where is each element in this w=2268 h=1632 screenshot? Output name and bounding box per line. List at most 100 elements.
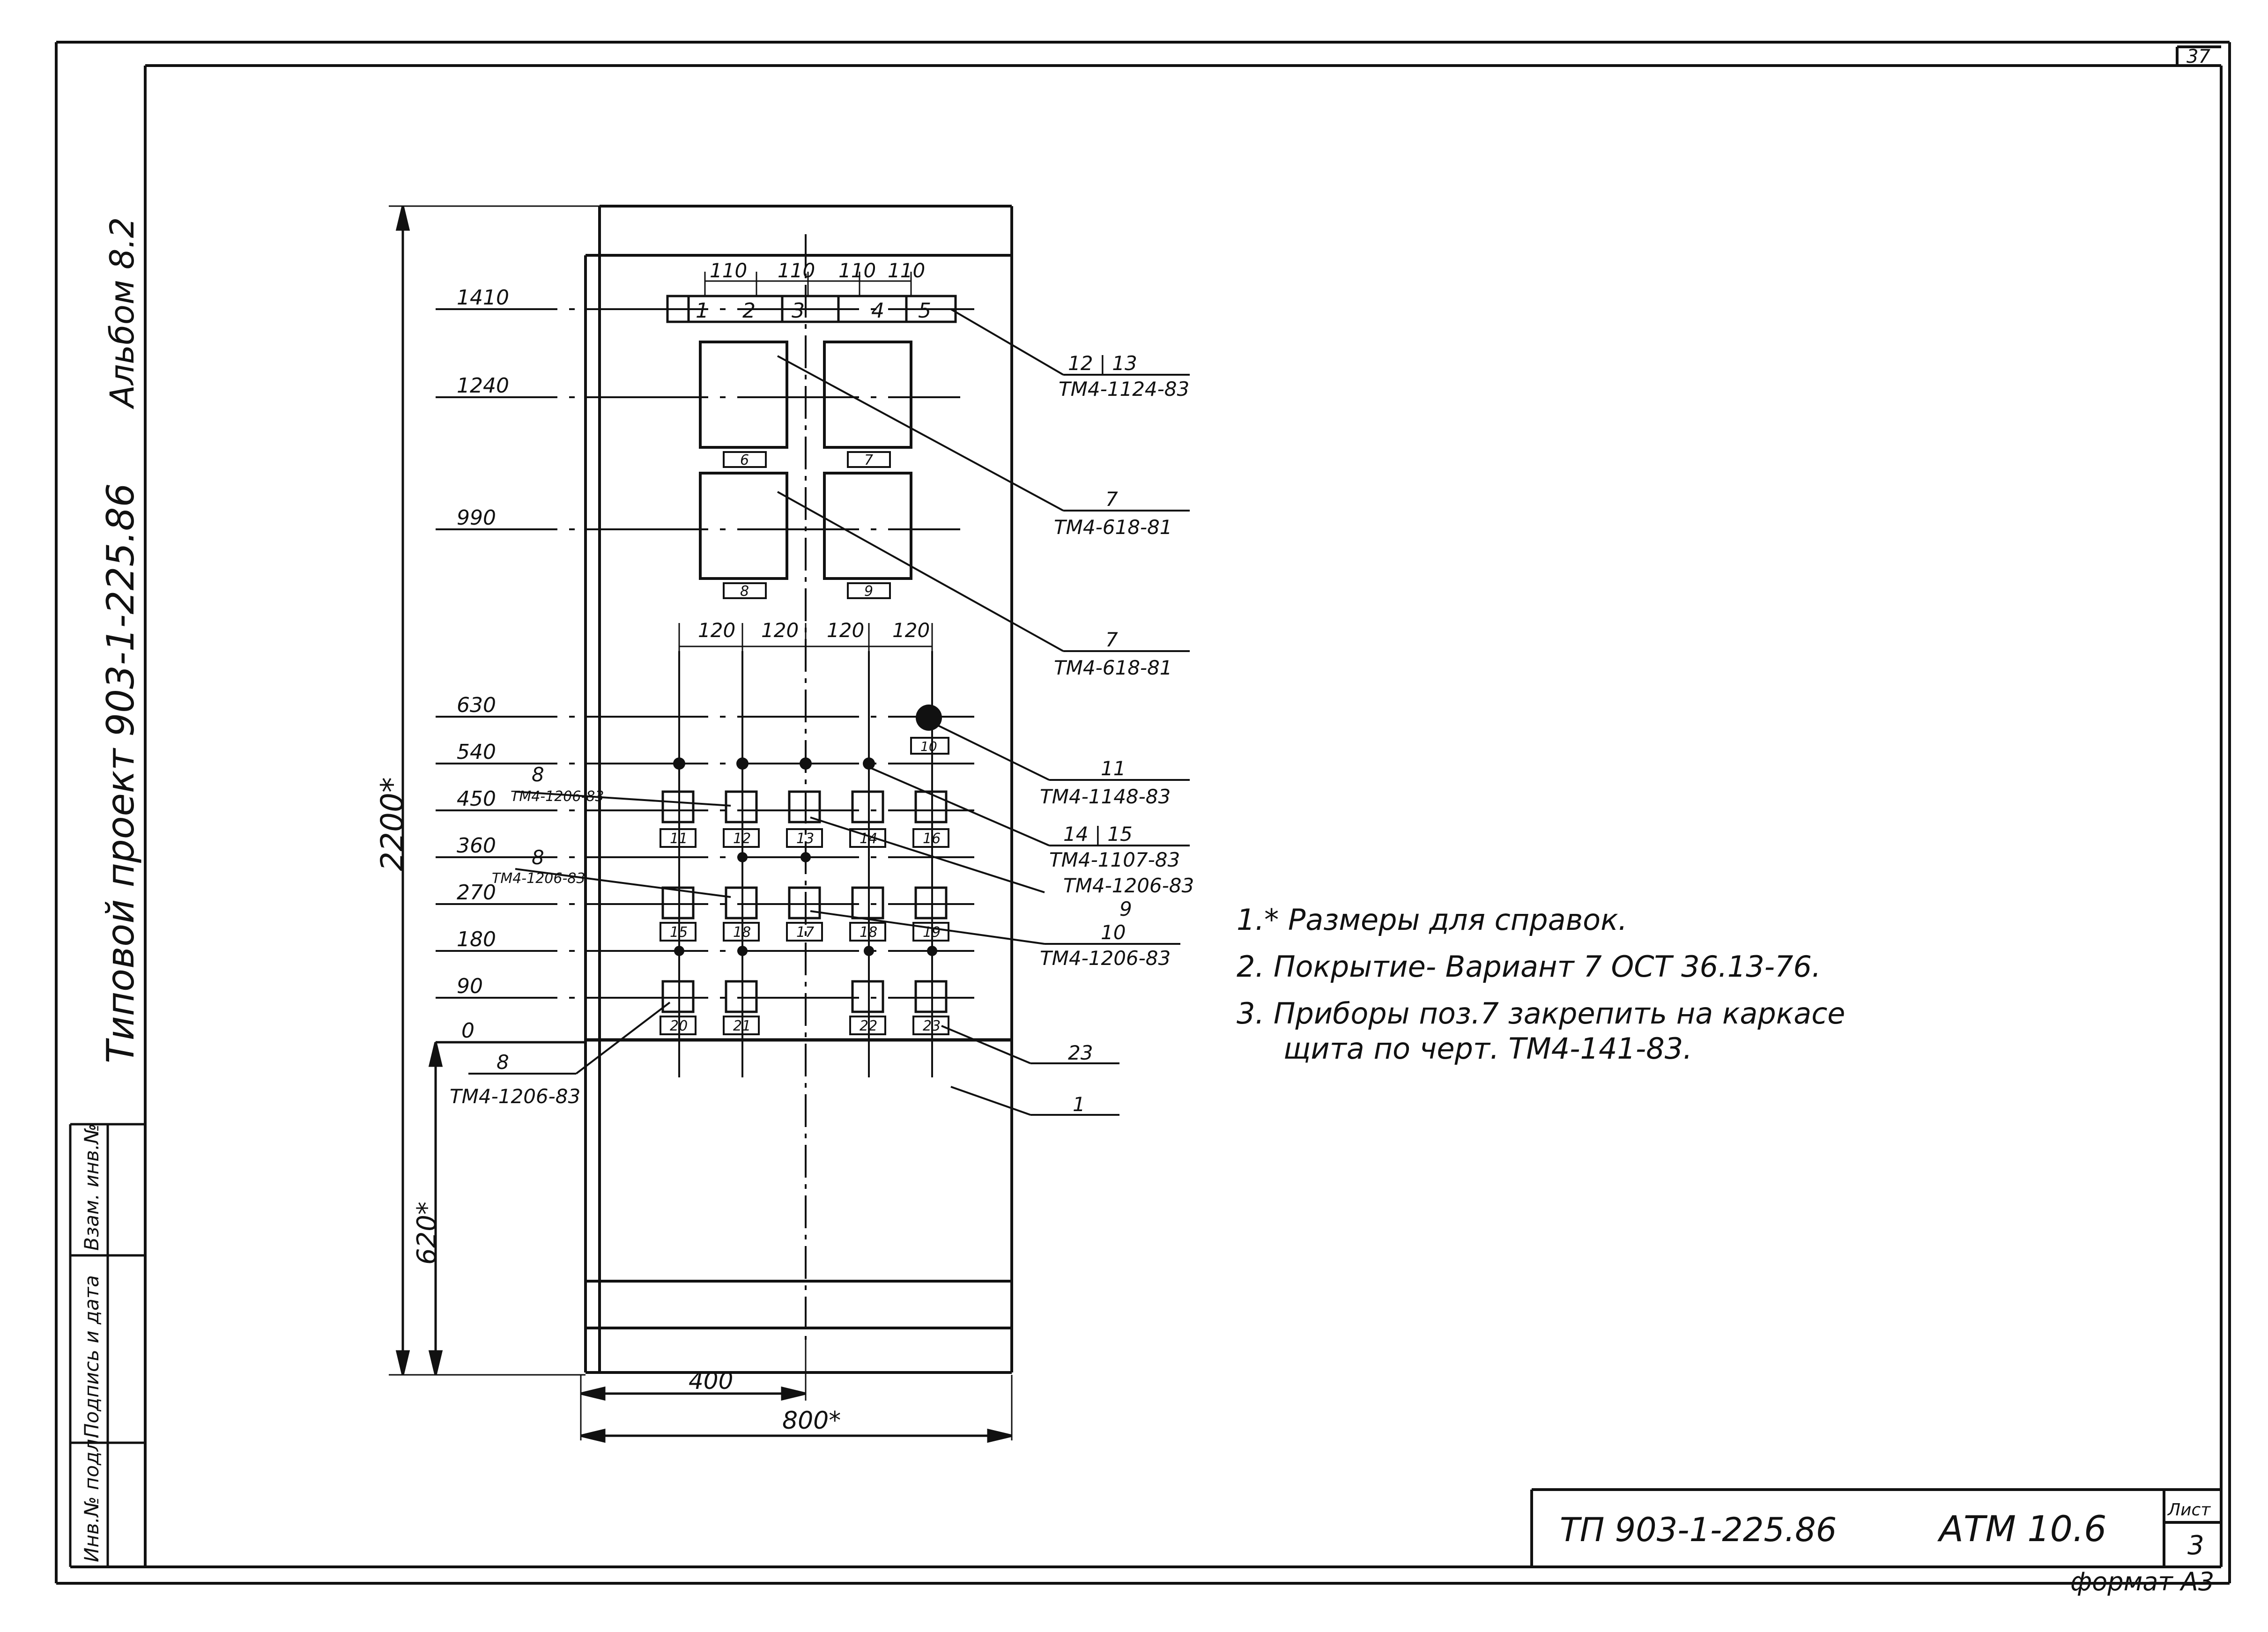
leader-lines	[468, 308, 1190, 1116]
terminal-3: 3	[792, 299, 805, 323]
top-dim-1: 110	[710, 259, 747, 282]
switch-row-3-tags: 20 21 22 23	[670, 1018, 941, 1034]
side-stamp	[69, 1123, 145, 1567]
tag-18a: 18	[733, 924, 751, 941]
tag-21: 21	[733, 1018, 751, 1034]
elev-1410: 1410	[457, 286, 509, 310]
stamp-inv-orig: Инв.№ подл.	[80, 1433, 103, 1562]
callout-3-num: 7	[1105, 628, 1118, 651]
callouts: 12 | 13 ТМ4-1124-83 7 ТМ4-618-81 7 ТМ4-6…	[450, 352, 1194, 1116]
mid-dim-1: 120	[698, 619, 735, 642]
elev-540: 540	[457, 740, 496, 764]
tag-6: 6	[740, 452, 749, 468]
callout-1-ref: ТМ4-1124-83	[1059, 378, 1189, 401]
axis-lines	[678, 234, 933, 1340]
top-dim-3: 110	[838, 259, 876, 282]
callout-2-num: 7	[1105, 488, 1118, 511]
mid-spacing-labels: 120 120 120 120	[698, 619, 930, 642]
switch-row-2-tags: 15 18 17 18 19	[670, 924, 941, 941]
signal-lamp	[916, 705, 942, 731]
doc-code: ТП 903-1-225.86	[1560, 1511, 1837, 1549]
terminal-strip	[666, 295, 957, 323]
switch-row-2	[660, 886, 949, 942]
sheet-frame	[55, 41, 2231, 1585]
callout-6-ref: ТМ4-1206-83	[1063, 874, 1194, 897]
elevation-labels: 1410 1240 990 630 540 450 360 270 180 90…	[457, 286, 509, 1043]
mid-dim-2: 120	[761, 619, 799, 642]
tag-20: 20	[670, 1018, 688, 1034]
instrument-tags: 6 7 8 9	[740, 452, 873, 600]
lamp-tag: 10	[920, 739, 937, 754]
elev-90: 90	[457, 974, 483, 998]
callout-5-num: 14 | 15	[1063, 823, 1133, 846]
left-callout-1-num: 8	[532, 763, 544, 786]
callout-3-ref: ТМ4-618-81	[1054, 656, 1172, 679]
callout-6-num: 9	[1119, 898, 1132, 920]
switch-row-1	[660, 790, 949, 848]
tag-12: 12	[733, 831, 751, 847]
dim-overall-width: 800*	[782, 1407, 841, 1435]
left-callout-3-ref: ТМ4-1206-83	[450, 1085, 580, 1108]
left-callout-1-ref: ТМ4-1206-83	[511, 788, 604, 805]
callout-7-num: 10	[1101, 921, 1126, 944]
note-2: 2. Покрытие- Вариант 7 ОСТ 36.13-76.	[1237, 950, 1821, 984]
callout-1-num: 12 | 13	[1068, 352, 1137, 375]
width-dimensions	[580, 1340, 1013, 1443]
mid-dim-4: 120	[892, 619, 930, 642]
callout-9-num: 1	[1073, 1093, 1085, 1116]
callout-7-ref: ТМ4-1206-83	[1040, 947, 1171, 970]
notes: 1.* Размеры для справок. 2. Покрытие- Ва…	[1237, 903, 1845, 1066]
tag-9: 9	[864, 583, 873, 600]
mounting-dots	[673, 757, 937, 956]
tag-22: 22	[860, 1018, 877, 1034]
tag-13: 13	[796, 831, 814, 847]
top-spacing-dims	[704, 272, 912, 295]
elev-450: 450	[457, 787, 496, 811]
tag-17: 17	[796, 924, 814, 941]
instrument-bottom-left	[699, 472, 788, 580]
drawing-code: АТМ 10.6	[1937, 1508, 2106, 1550]
note-1: 1.* Размеры для справок.	[1237, 903, 1627, 937]
dim-half-width: 400	[689, 1367, 733, 1395]
panel-outline	[584, 205, 1013, 1374]
instrument-bottom-right	[823, 472, 912, 580]
left-callout-3-num: 8	[497, 1051, 509, 1074]
stamp-signature: Подпись и дата	[80, 1275, 103, 1438]
elev-360: 360	[457, 834, 496, 858]
note-3-cont: щита по черт. ТМ4-141-83.	[1283, 1031, 1692, 1066]
elev-180: 180	[457, 927, 496, 951]
tag-8: 8	[740, 583, 749, 600]
sheet-number: 3	[2187, 1530, 2204, 1561]
dim-lower-height: 620*	[412, 1202, 442, 1265]
terminal-4: 4	[871, 299, 884, 323]
tag-11: 11	[670, 831, 688, 847]
format-label: формат А3	[2070, 1567, 2214, 1596]
elev-630: 630	[457, 693, 496, 717]
callout-4-num: 11	[1101, 757, 1126, 780]
switch-row-3	[660, 980, 949, 1035]
lamp-tag-box	[910, 737, 949, 755]
tag-18b: 18	[860, 924, 877, 941]
terminal-1: 1	[696, 299, 709, 323]
large-instruments	[699, 341, 912, 599]
terminal-2: 2	[742, 299, 756, 323]
sheet-label: Лист	[2167, 1500, 2211, 1520]
callout-2-ref: ТМ4-618-81	[1054, 516, 1172, 539]
terminal-5: 5	[918, 299, 931, 323]
top-spacing-labels: 110 110 110 110	[710, 259, 925, 282]
left-callout-2-num: 8	[532, 846, 544, 869]
elev-270: 270	[457, 881, 496, 905]
stamp-replaced-inv: Взам. инв.№	[80, 1123, 103, 1251]
tag-15: 15	[670, 924, 688, 941]
tag-16: 16	[923, 831, 941, 847]
top-dim-2: 110	[778, 259, 815, 282]
elevation-lines	[436, 308, 974, 999]
callout-4-ref: ТМ4-1148-83	[1040, 785, 1171, 808]
instrument-top-left	[699, 341, 788, 449]
album-caption: Альбом 8.2	[103, 217, 141, 409]
elev-990: 990	[457, 506, 496, 530]
note-3: 3. Приборы поз.7 закрепить на каркасе	[1237, 996, 1845, 1031]
switch-row-1-tags: 11 12 13 14 16	[670, 831, 941, 847]
mid-spacing-dims	[678, 623, 933, 653]
